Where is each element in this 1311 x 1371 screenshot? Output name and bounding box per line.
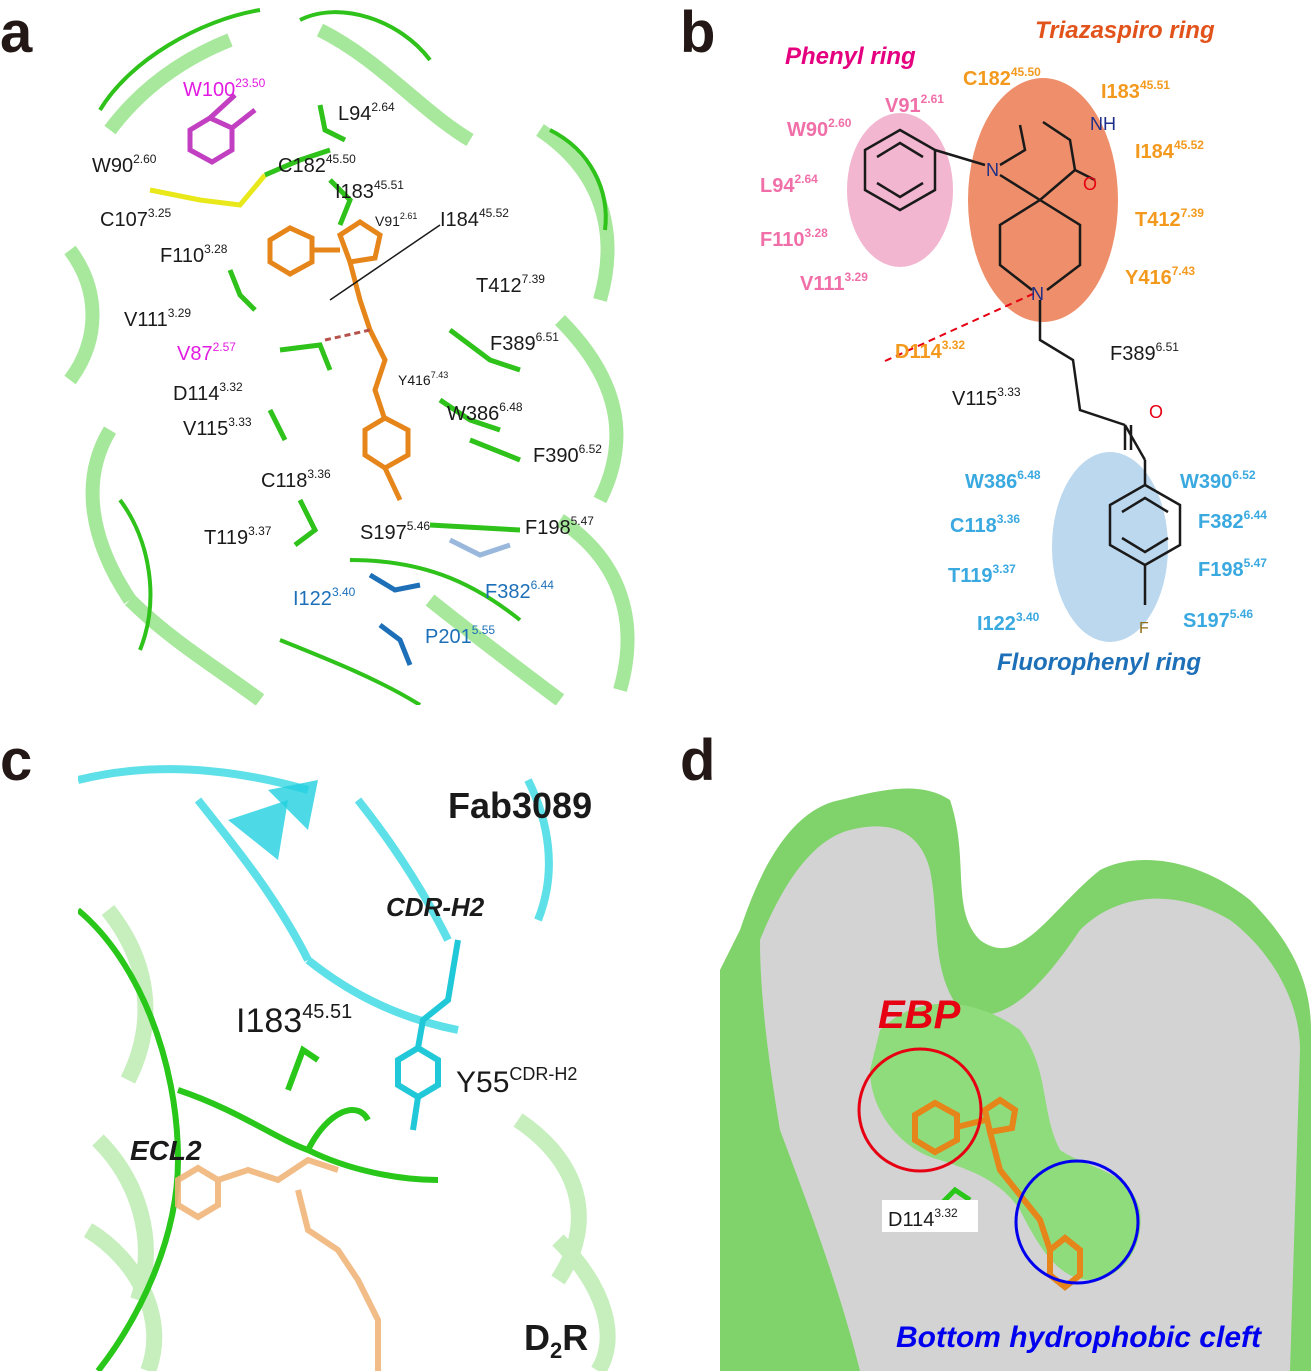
d114-label: D1143.32 <box>888 1206 958 1231</box>
ebp-circle <box>857 1047 983 1173</box>
i183-label: I18345.51 <box>236 1001 352 1040</box>
label-y416: Y4167.43 <box>398 370 448 388</box>
panel-b: NH N N O O F Phenyl ring Triazaspiro rin… <box>655 0 1311 705</box>
fluorophenyl-residue-labels: W3866.48 W3906.52 C1183.36 F3826.44 T119… <box>948 468 1267 635</box>
atom-o2: O <box>1149 402 1163 422</box>
label-i184: I18445.52 <box>440 206 509 231</box>
hbond-line <box>884 292 1036 362</box>
label-v87: V872.57 <box>177 340 236 365</box>
phenyl-oval <box>847 113 953 267</box>
svg-text:I18345.51: I18345.51 <box>1101 78 1170 103</box>
label-f390: F3906.52 <box>533 442 602 467</box>
label-f382: F3826.44 <box>485 578 554 603</box>
panel-d-surface: EBP D1143.32 Bottom hydrophobic cleft <box>720 788 1311 1371</box>
d2r-label: D2R <box>524 1317 588 1363</box>
label-f389: F3896.51 <box>490 330 559 355</box>
label-s197: S1975.46 <box>360 519 430 544</box>
svg-text:I18445.52: I18445.52 <box>1135 138 1204 163</box>
panel-b-2d-diagram: NH N N O O F Phenyl ring Triazaspiro rin… <box>760 17 1267 676</box>
phenyl-residue-labels: W902.60 V912.61 L942.64 F1103.28 V1113.2… <box>760 92 944 295</box>
panel-c: Fab3089 CDR-H2 I18345.51 Y55CDR-H2 ECL2 … <box>78 760 640 1371</box>
label-l94: L942.64 <box>338 100 395 125</box>
svg-text:V1113.29: V1113.29 <box>800 270 868 295</box>
label-p201: P2015.55 <box>425 623 495 648</box>
ecl2-label: ECL2 <box>130 1135 202 1166</box>
atom-o1: O <box>1083 174 1097 194</box>
fluorophenyl-ring-title: Fluorophenyl ring <box>997 649 1201 676</box>
svg-text:W3866.48: W3866.48 <box>965 468 1041 493</box>
label-d114: D1143.32 <box>173 380 243 405</box>
svg-text:F3896.51: F3896.51 <box>1110 340 1179 365</box>
svg-text:T1193.37: T1193.37 <box>948 562 1016 587</box>
svg-text:Y4167.43: Y4167.43 <box>1125 264 1195 289</box>
cdr-h2-label: CDR-H2 <box>386 892 485 922</box>
label-t119: T1193.37 <box>204 524 272 549</box>
svg-text:V912.61: V912.61 <box>885 92 944 117</box>
label-w100: W10023.50 <box>183 76 266 101</box>
cleft-circle <box>1014 1159 1140 1285</box>
label-v115: V1153.33 <box>183 415 252 440</box>
fab3089-label: Fab3089 <box>448 785 592 826</box>
phenyl-ring-title: Phenyl ring <box>785 43 916 70</box>
svg-text:F1985.47: F1985.47 <box>1198 556 1267 581</box>
label-c118: C1183.36 <box>261 467 331 492</box>
label-f110: F1103.28 <box>160 242 228 267</box>
svg-text:L942.64: L942.64 <box>760 172 818 197</box>
label-c107: C1073.25 <box>100 206 171 231</box>
svg-text:C18245.50: C18245.50 <box>963 65 1041 90</box>
svg-text:C1183.36: C1183.36 <box>950 512 1020 537</box>
svg-text:I1223.40: I1223.40 <box>977 610 1040 635</box>
atom-n1: N <box>986 160 999 180</box>
y55-label: Y55CDR-H2 <box>456 1064 577 1099</box>
label-w386: W3866.48 <box>447 400 523 425</box>
panel-a-labels: W10023.50 L942.64 W902.60 C18245.50 I183… <box>92 76 602 648</box>
svg-text:W902.60: W902.60 <box>787 116 852 141</box>
panel-a-structure: W10023.50 L942.64 W902.60 C18245.50 I183… <box>64 8 635 705</box>
panel-label-d: d <box>680 728 716 793</box>
svg-text:T4127.39: T4127.39 <box>1135 206 1204 231</box>
label-v111: V1113.29 <box>124 306 191 331</box>
panel-label-b: b <box>680 0 716 65</box>
svg-text:S1975.46: S1975.46 <box>1183 607 1253 632</box>
other-residue-labels: F3896.51 V1153.33 <box>952 340 1179 410</box>
panel-c-structure: Fab3089 CDR-H2 I18345.51 Y55CDR-H2 ECL2 … <box>78 765 616 1371</box>
label-c182: C18245.50 <box>278 152 356 177</box>
panel-a: W10023.50 L942.64 W902.60 C18245.50 I183… <box>0 0 655 705</box>
svg-text:V1153.33: V1153.33 <box>952 385 1021 410</box>
ebp-label: EBP <box>878 993 961 1037</box>
triazaspiro-residue-labels: C18245.50 I18345.51 I18445.52 T4127.39 Y… <box>895 65 1204 363</box>
label-f198: F1985.47 <box>525 514 594 539</box>
panel-d: EBP D1143.32 Bottom hydrophobic cleft <box>720 770 1311 1371</box>
atom-n2: N <box>1031 284 1044 304</box>
panel-label-a: a <box>0 0 33 65</box>
ligand-structure <box>863 120 1182 605</box>
fluorophenyl-oval <box>1052 452 1168 642</box>
label-t412: T4127.39 <box>476 272 545 297</box>
label-i183: I18345.51 <box>335 178 404 203</box>
svg-text:D1143.32: D1143.32 <box>895 338 965 363</box>
label-v91: V912.61 <box>375 211 417 229</box>
label-w90: W902.60 <box>92 152 157 177</box>
triazaspiro-ring-title: Triazaspiro ring <box>1035 17 1215 44</box>
atom-nh: NH <box>1090 114 1116 134</box>
svg-text:F3826.44: F3826.44 <box>1198 508 1267 533</box>
atom-f: F <box>1139 620 1149 637</box>
svg-text:W3906.52: W3906.52 <box>1180 468 1256 493</box>
bottom-cleft-label: Bottom hydrophobic cleft <box>896 1321 1263 1354</box>
label-i122: I1223.40 <box>293 585 356 610</box>
svg-text:F1103.28: F1103.28 <box>760 226 828 251</box>
panel-label-c: c <box>0 728 33 793</box>
